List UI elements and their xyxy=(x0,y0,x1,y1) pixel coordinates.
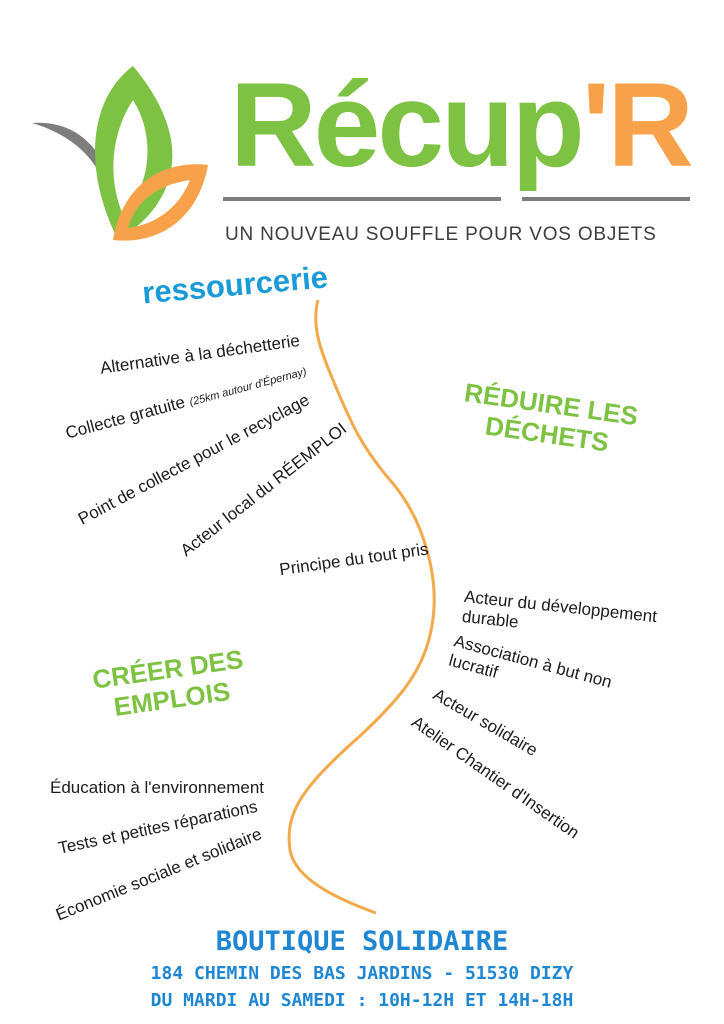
logo-wordmark: Récup'R xyxy=(230,65,694,185)
footer-address: 184 CHEMIN DES BAS JARDINS - 51530 DIZY xyxy=(150,963,574,984)
list-item: Éducation à l'environnement xyxy=(50,777,264,797)
logo-name-main: Récup xyxy=(230,58,585,192)
footer-title: BOUTIQUE SOLIDAIRE xyxy=(215,926,509,957)
tagline: UN NOUVEAU SOUFFLE POUR VOS OBJETS xyxy=(225,224,657,245)
leaf-logo-icon xyxy=(32,66,208,241)
logo-name-accent: 'R xyxy=(581,58,694,192)
footer-hours: DU MARDI AU SAMEDI : 10H-12H ET 14H-18H xyxy=(150,990,574,1011)
logo-rule-left xyxy=(223,197,501,201)
logo-rule-right xyxy=(522,197,690,201)
